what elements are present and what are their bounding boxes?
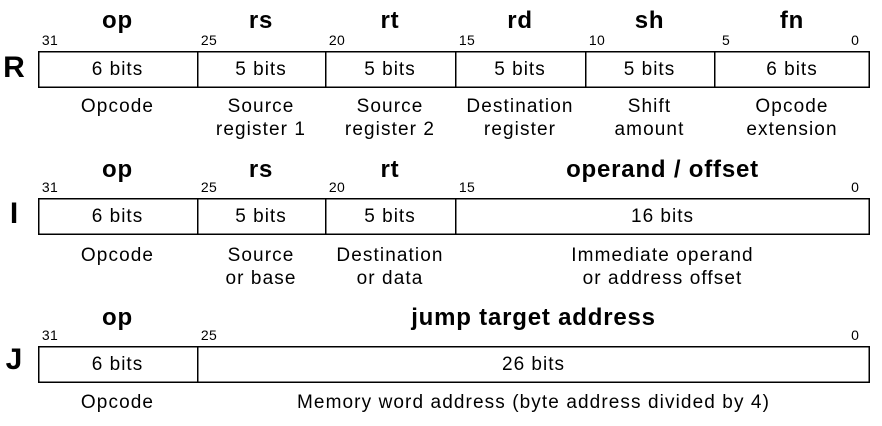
format-letter-i: I xyxy=(9,197,19,230)
field-descriptions-r: Opcode Source register 1 Source register… xyxy=(38,95,870,141)
field-name-rt: rt xyxy=(380,156,400,183)
desc-line: or data xyxy=(356,268,424,289)
bit-cell: 31 xyxy=(38,32,197,48)
field-size-rt: 5 bits xyxy=(325,198,455,235)
field-desc-rs: Source register 1 xyxy=(197,95,325,141)
field-size-fn: 6 bits xyxy=(714,51,870,88)
field-name-op: op xyxy=(102,304,133,331)
bit-label: 31 xyxy=(41,32,59,48)
desc-line: extension xyxy=(746,119,838,140)
bit-label: 15 xyxy=(458,32,476,48)
field-size-op: 6 bits xyxy=(91,206,144,227)
desc-line: Immediate operand xyxy=(571,245,754,266)
bit-cell: 31 xyxy=(38,327,197,343)
format-letter-r: R xyxy=(3,51,25,84)
field-desc-sh: Shift amount xyxy=(585,95,714,141)
desc-line: Memory word address (byte address divide… xyxy=(296,392,771,413)
bit-label-end: 0 xyxy=(851,179,859,195)
bit-cell: 5 xyxy=(714,32,870,48)
bit-cell: 25 xyxy=(197,179,325,195)
desc-line: Opcode xyxy=(755,96,829,117)
bit-positions-j: 31 25 0 xyxy=(38,327,870,343)
bit-label: 20 xyxy=(328,179,346,195)
field-name-rd: rd xyxy=(507,7,533,34)
field-name-jump-target-address: jump target address xyxy=(411,304,656,331)
field-size-jump-target-address: 26 bits xyxy=(197,346,870,383)
desc-line: Opcode xyxy=(80,245,155,266)
desc-line: Source xyxy=(227,96,295,117)
bit-cell: 25 xyxy=(197,32,325,48)
field-desc-rt: Destination or data xyxy=(325,244,455,290)
field-desc-rd: Destination register xyxy=(455,95,585,141)
instruction-box-r: 6 bits 5 bits 5 bits 5 bits 5 bits 6 bit… xyxy=(38,51,870,88)
field-names-r: op rs rt rd sh fn xyxy=(38,7,870,35)
desc-line: Opcode xyxy=(80,96,155,117)
desc-line: or base xyxy=(225,268,297,289)
bit-positions-i: 31 25 20 15 0 xyxy=(38,179,870,195)
field-size-operand-offset: 16 bits xyxy=(455,198,870,235)
bit-cell: 25 xyxy=(197,327,870,343)
field-desc-operand-offset: Immediate operand or address offset xyxy=(455,244,870,290)
desc-line: Destination xyxy=(466,96,574,117)
desc-line: register 1 xyxy=(215,119,307,140)
field-desc-op: Opcode xyxy=(38,95,197,141)
bit-label-end: 0 xyxy=(851,32,859,48)
bit-label: 10 xyxy=(588,32,606,48)
bit-label: 25 xyxy=(200,327,218,343)
field-name-rt: rt xyxy=(380,7,400,34)
instruction-box-i: 6 bits 5 bits 5 bits 16 bits xyxy=(38,198,870,235)
field-name-rs: rs xyxy=(248,156,274,183)
field-desc-rt: Source register 2 xyxy=(325,95,455,141)
field-size-op: 6 bits xyxy=(91,59,144,80)
field-names-i: op rs rt operand / offset xyxy=(38,156,870,184)
field-desc-op: Opcode xyxy=(38,391,197,414)
field-desc-op: Opcode xyxy=(38,244,197,290)
desc-line: Source xyxy=(356,96,424,117)
field-size-rs: 5 bits xyxy=(197,198,325,235)
field-name-op: op xyxy=(102,7,133,34)
bit-cell: 31 xyxy=(38,179,197,195)
bit-label: 5 xyxy=(721,32,731,48)
field-names-j: op jump target address xyxy=(38,304,870,332)
desc-line: Destination xyxy=(336,245,444,266)
desc-line: Shift xyxy=(627,96,672,117)
bit-label: 31 xyxy=(41,179,59,195)
field-desc-fn: Opcode extension xyxy=(714,95,870,141)
bit-label: 31 xyxy=(41,327,59,343)
bit-label: 25 xyxy=(200,32,218,48)
field-size-rs: 5 bits xyxy=(197,51,325,88)
bit-cell: 20 xyxy=(325,32,455,48)
field-descriptions-i: Opcode Source or base Destination or dat… xyxy=(38,244,870,290)
bit-label: 25 xyxy=(200,179,218,195)
desc-line: amount xyxy=(614,119,685,140)
bit-cell: 20 xyxy=(325,179,455,195)
field-name-sh: sh xyxy=(634,7,665,34)
desc-line: register xyxy=(483,119,557,140)
bit-cell: 10 xyxy=(585,32,714,48)
bit-label: 20 xyxy=(328,32,346,48)
bit-positions-r: 31 25 20 15 10 5 0 xyxy=(38,32,870,48)
field-name-operand-offset: operand / offset xyxy=(566,156,759,183)
desc-line: or address offset xyxy=(582,268,743,289)
bit-cell: 15 xyxy=(455,179,870,195)
field-desc-rs: Source or base xyxy=(197,244,325,290)
field-name-rs: rs xyxy=(248,7,274,34)
field-size-sh: 5 bits xyxy=(585,51,714,88)
field-size-rt: 5 bits xyxy=(325,51,455,88)
field-size-rd: 5 bits xyxy=(455,51,585,88)
desc-line: register 2 xyxy=(344,119,436,140)
desc-line: Source xyxy=(227,245,295,266)
field-name-fn: fn xyxy=(779,7,805,34)
bit-label-end: 0 xyxy=(851,327,859,343)
field-size-op: 6 bits xyxy=(91,354,144,375)
format-letter-j: J xyxy=(5,343,23,376)
desc-line: Opcode xyxy=(80,392,155,413)
bit-label: 15 xyxy=(458,179,476,195)
instruction-box-j: 6 bits 26 bits xyxy=(38,346,870,383)
field-name-op: op xyxy=(102,156,133,183)
field-desc-jump-target-address: Memory word address (byte address divide… xyxy=(197,391,870,414)
field-descriptions-j: Opcode Memory word address (byte address… xyxy=(38,391,870,414)
bit-cell: 15 xyxy=(455,32,585,48)
